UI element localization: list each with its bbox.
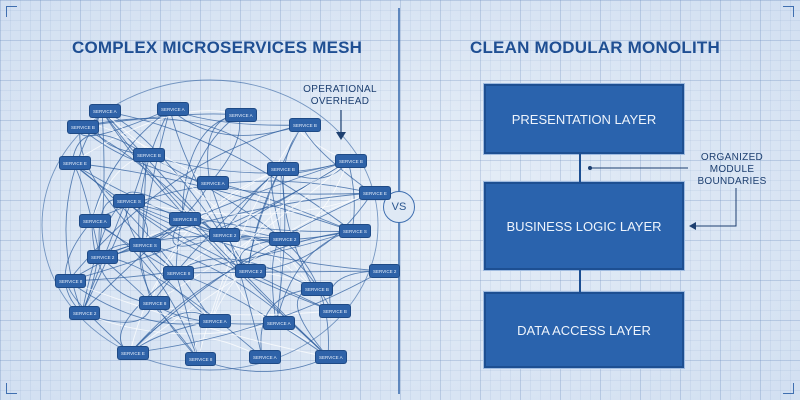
service-node: SERVICE S bbox=[130, 239, 160, 251]
service-connection bbox=[81, 312, 277, 335]
service-connection bbox=[151, 168, 281, 304]
service-connection bbox=[175, 270, 380, 274]
service-node: SERVICE 8 bbox=[164, 267, 194, 279]
service-node: SERVICE E bbox=[60, 157, 90, 169]
service-connection bbox=[211, 192, 373, 322]
service-connection bbox=[139, 244, 199, 360]
service-node: SERVICE A bbox=[198, 177, 228, 189]
service-node: SERVICE 2 bbox=[88, 251, 118, 263]
service-connection bbox=[101, 110, 353, 232]
service-connection bbox=[67, 280, 213, 325]
service-connection bbox=[71, 162, 333, 312]
service-connection bbox=[129, 271, 380, 354]
boundaries-arrow bbox=[689, 188, 737, 230]
service-connection bbox=[129, 168, 281, 354]
service-connection bbox=[79, 126, 177, 274]
service-node: SERVICE 8 bbox=[56, 275, 86, 287]
data-access-layer: DATA ACCESS LAYER bbox=[484, 292, 684, 368]
microservices-mesh bbox=[41, 79, 380, 372]
service-node: SERVICE B bbox=[268, 163, 298, 175]
service-connection bbox=[125, 200, 353, 233]
service-node: SERVICE 2 bbox=[236, 265, 266, 277]
service-node: SERVICE B bbox=[290, 119, 320, 131]
service-node: SERVICE B bbox=[302, 283, 332, 295]
service-node: SERVICE B bbox=[336, 155, 366, 167]
service-connection bbox=[260, 288, 315, 358]
service-node: SERVICE B bbox=[320, 305, 350, 317]
service-connection bbox=[67, 124, 303, 282]
service-connection bbox=[71, 134, 147, 164]
service-node: SERVICE A bbox=[316, 351, 346, 363]
presentation-layer: PRESENTATION LAYER bbox=[484, 84, 684, 154]
service-connection bbox=[247, 168, 281, 272]
service-connection bbox=[211, 160, 349, 322]
service-connection bbox=[129, 192, 373, 354]
service-node: SERVICE 8 bbox=[186, 353, 216, 365]
service-connection bbox=[151, 302, 333, 316]
corner-mark bbox=[783, 383, 794, 394]
mesh-title: COMPLEX MICROSERVICES MESH bbox=[72, 38, 363, 57]
service-node: SERVICE A bbox=[250, 351, 280, 363]
service-node: SERVICE S bbox=[340, 225, 370, 237]
operational-overhead-annotation: OPERATIONAL OVERHEAD bbox=[303, 84, 377, 107]
service-node: SERVICE A bbox=[264, 317, 294, 329]
service-connection bbox=[169, 108, 249, 272]
service-connection bbox=[194, 338, 263, 360]
service-node: SERVICE 2 bbox=[70, 307, 100, 319]
service-node: SERVICE B bbox=[170, 213, 200, 225]
overhead-arrow bbox=[336, 110, 346, 140]
corner-mark bbox=[783, 6, 794, 17]
service-node: SERVICE A bbox=[80, 215, 110, 227]
service-connection bbox=[125, 200, 333, 312]
corner-mark bbox=[6, 6, 17, 17]
corner-mark bbox=[6, 383, 17, 394]
service-node: SERVICE 2 bbox=[270, 233, 300, 245]
service-node: SERVICE A bbox=[226, 109, 256, 121]
business-logic-layer: BUSINESS LOGIC LAYER bbox=[484, 182, 684, 270]
service-node: SERVICE A bbox=[200, 315, 230, 327]
service-connection bbox=[67, 230, 353, 282]
monolith-title: CLEAN MODULAR MONOLITH bbox=[470, 38, 720, 57]
service-connection bbox=[79, 118, 281, 170]
service-connection bbox=[81, 110, 105, 314]
service-connection bbox=[91, 108, 171, 222]
service-connection bbox=[141, 108, 171, 246]
service-node: SERVICE E bbox=[118, 347, 148, 359]
service-connection bbox=[91, 220, 153, 304]
service-connection bbox=[125, 200, 380, 272]
service-node: SERVICE B bbox=[68, 121, 98, 133]
service-connection bbox=[209, 114, 241, 184]
module-boundaries-annotation: ORGANIZED MODULE BOUNDARIES bbox=[697, 152, 767, 187]
service-connection bbox=[101, 110, 315, 290]
service-connection bbox=[64, 220, 93, 314]
service-node: SERVICE 8 bbox=[140, 297, 170, 309]
service-node: SERVICE A bbox=[158, 103, 188, 115]
layer-connectors bbox=[579, 154, 688, 292]
service-node: SERVICE E bbox=[360, 187, 390, 199]
service-node: SERVICE 2 bbox=[210, 229, 240, 241]
service-node: SERVICE 2 bbox=[370, 265, 400, 277]
service-connection bbox=[247, 124, 303, 272]
service-connection bbox=[96, 110, 147, 156]
service-connection bbox=[175, 258, 315, 290]
service-node: SERVICE B bbox=[134, 149, 164, 161]
service-connection bbox=[71, 110, 239, 164]
service-node: SERVICE S bbox=[114, 195, 144, 207]
service-connection bbox=[125, 192, 373, 215]
service-connection bbox=[125, 200, 213, 322]
service-connection bbox=[91, 220, 199, 360]
service-connection bbox=[175, 114, 239, 274]
mesh-outer-arc bbox=[41, 79, 379, 371]
service-connection bbox=[347, 160, 355, 232]
service-node: SERVICE A bbox=[90, 105, 120, 117]
